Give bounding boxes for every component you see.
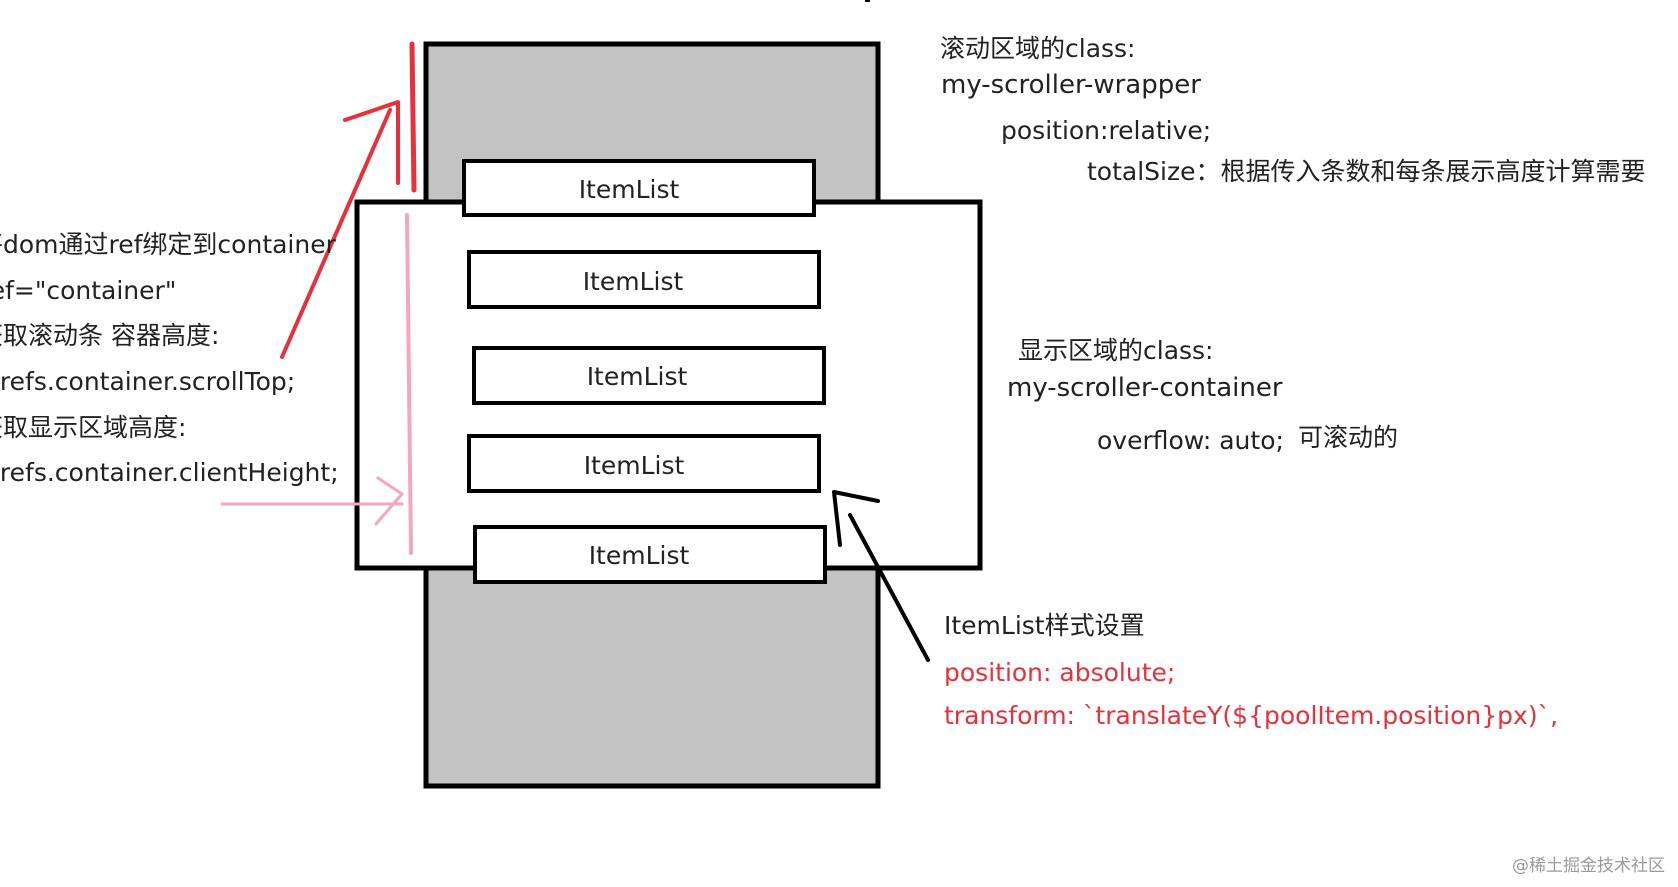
container-note-class: my-scroller-container — [1007, 373, 1283, 403]
item-box-2 — [467, 250, 821, 309]
pink-arrow-head — [374, 476, 404, 526]
red-arrow-shaft — [280, 108, 392, 359]
ref-note-line5: 获取显示区域高度: — [0, 413, 187, 442]
item-label-3: ItemList — [586, 362, 688, 391]
item-box-5 — [473, 525, 827, 584]
pink-height-line — [405, 213, 413, 555]
item-note-title: ItemList样式设置 — [944, 611, 1145, 640]
black-arrow-head — [832, 490, 880, 547]
item-box-1 — [462, 159, 816, 217]
container-note-style: overflow: auto; — [1097, 426, 1284, 455]
wrapper-note-detail: totalSize：根据传入条数和每条展示高度计算需要 — [1087, 157, 1646, 186]
ref-note-line4: $refs.container.scrollTop; — [0, 367, 296, 396]
item-label-1: ItemList — [578, 175, 680, 204]
item-box-3 — [472, 346, 826, 405]
red-arrow-head — [343, 100, 400, 185]
ref-note-line6: $refs.container.clientHeight; — [0, 458, 339, 487]
wrapper-note-class: my-scroller-wrapper — [941, 70, 1201, 100]
item-label-2: ItemList — [582, 267, 684, 296]
item-label-5: ItemList — [588, 541, 690, 570]
container-note-style-note: 可滚动的 — [1298, 423, 1399, 452]
wrapper-note-title: 滚动区域的class: — [940, 34, 1136, 63]
item-box-4 — [467, 434, 821, 493]
item-note-line1: position: absolute; — [944, 658, 1176, 687]
red-scroll-line — [409, 41, 417, 193]
black-arrow-shaft — [848, 513, 930, 662]
item-label-4: ItemList — [583, 451, 685, 480]
item-note-line2: transform: `translateY(${poolItem.positi… — [944, 701, 1559, 730]
ref-note-line3: 获取滚动条 容器高度: — [0, 321, 220, 350]
watermark: @稀土掘金技术社区 — [1512, 856, 1665, 876]
wrapper-note-style: position:relative; — [1001, 116, 1212, 145]
container-note-title: 显示区域的class: — [1018, 336, 1214, 365]
ref-note-line1: 将dom通过ref绑定到container — [0, 230, 336, 259]
ref-note-line2: ref="container" — [0, 276, 177, 305]
